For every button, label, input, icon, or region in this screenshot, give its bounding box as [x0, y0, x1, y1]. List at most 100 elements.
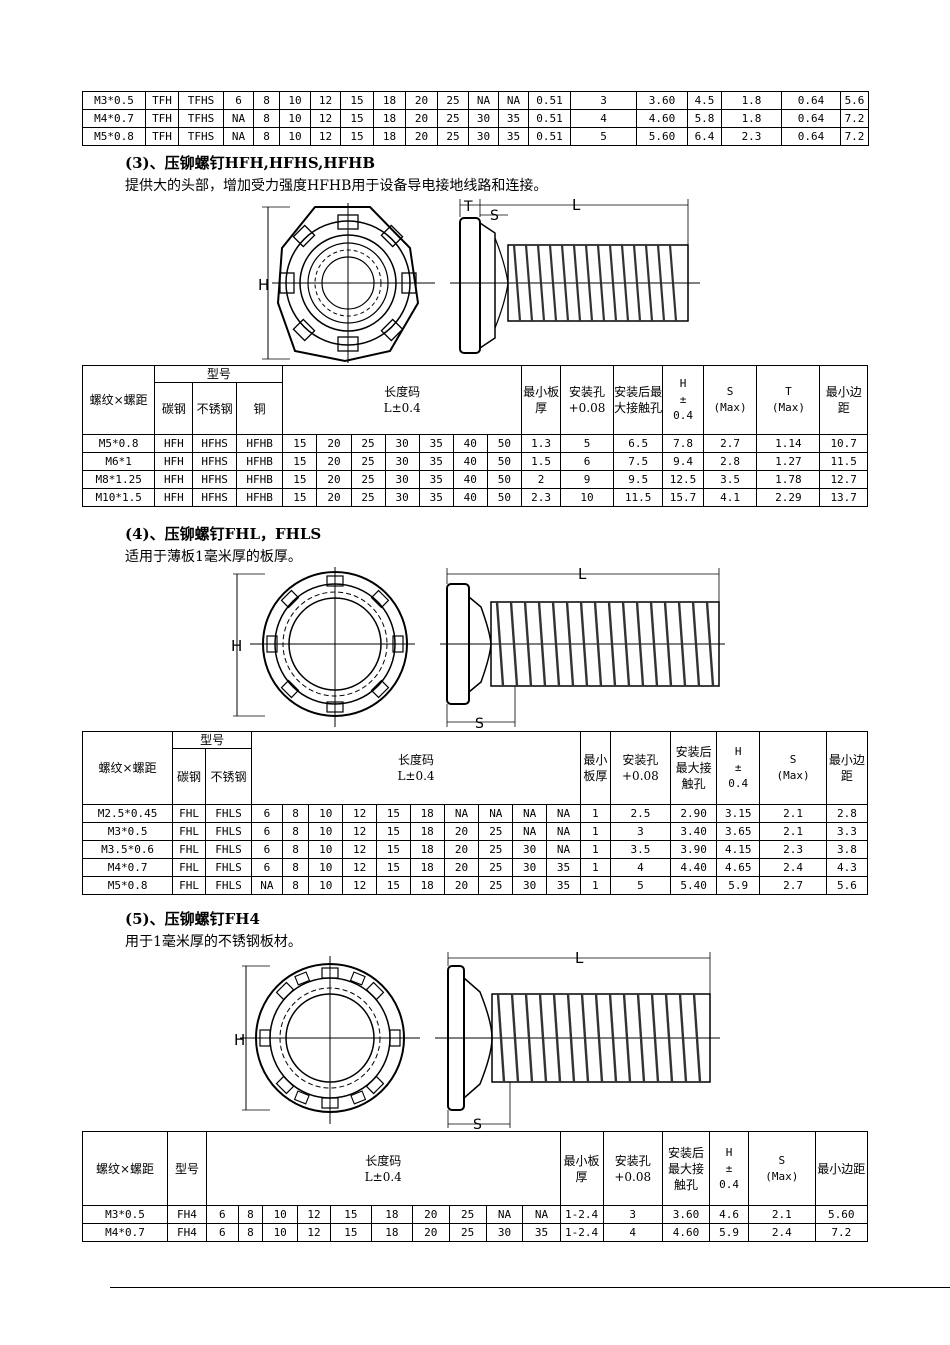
- table-cell: 7.2: [814, 1223, 869, 1242]
- fh4-header-model: 型号: [167, 1131, 207, 1206]
- table-cell: FHLS: [204, 804, 253, 823]
- table-cell: 18: [409, 822, 445, 841]
- hfh-header-max-hole: 安装后最大接触孔: [612, 365, 664, 435]
- hfh-header-hole: 安装孔+0.08: [560, 365, 614, 435]
- table-cell: 2.3: [520, 488, 562, 507]
- table-cell: 18: [373, 91, 406, 110]
- table-cell: 1.5: [520, 452, 562, 471]
- table-cell: M4*0.7: [81, 858, 174, 877]
- table-cell: 8: [281, 822, 310, 841]
- table-cell: 6: [560, 452, 614, 471]
- table-cell: 20: [405, 127, 438, 146]
- table-cell: 6: [223, 91, 254, 110]
- table-cell: 1.8: [721, 91, 782, 110]
- table-cell: TFHS: [178, 91, 224, 110]
- table-cell: HFH: [154, 470, 194, 489]
- table-cell: NA: [546, 840, 581, 859]
- fh4-header-thread: 螺纹×螺距: [81, 1131, 169, 1206]
- hfh-header-t: T(Max): [756, 365, 821, 435]
- table-cell: FH4: [167, 1205, 207, 1224]
- table-cell: 4.40: [670, 858, 718, 877]
- table-cell: 12: [342, 804, 377, 823]
- table-cell: 30: [384, 470, 420, 489]
- table-cell: 30: [485, 1223, 524, 1242]
- table-cell: 35: [546, 858, 581, 877]
- table-cell: 35: [418, 434, 454, 453]
- table-cell: NA: [468, 91, 499, 110]
- table-cell: 50: [486, 488, 522, 507]
- table-cell: 25: [478, 822, 514, 841]
- table-cell: M3*0.5: [81, 822, 174, 841]
- table-cell: 35: [498, 109, 529, 128]
- table-cell: 5: [560, 434, 614, 453]
- table-cell: 15: [376, 858, 411, 877]
- table-cell: 6: [251, 822, 283, 841]
- table-cell: 3: [609, 822, 672, 841]
- table-cell: 18: [370, 1223, 413, 1242]
- table-cell: 50: [486, 434, 522, 453]
- table-cell: HFHB: [235, 488, 284, 507]
- fhl-header-stainless: 不锈钢: [204, 748, 253, 805]
- table-cell: 15: [376, 840, 411, 859]
- table-cell: 35: [418, 470, 454, 489]
- table-cell: 25: [350, 452, 386, 471]
- table-cell: 9: [560, 470, 614, 489]
- table-cell: HFHS: [192, 434, 237, 453]
- table-cell: 10: [308, 822, 344, 841]
- fh4-header-min-edge: 最小边距: [814, 1131, 869, 1206]
- fh4-header-min-plate: 最小板厚: [559, 1131, 604, 1206]
- table-cell: 3.15: [716, 804, 761, 823]
- table-cell: 2.5: [609, 804, 672, 823]
- table-cell: 3.5: [609, 840, 672, 859]
- table-cell: 35: [522, 1223, 561, 1242]
- table-cell: 2.7: [702, 434, 758, 453]
- table-cell: 6.4: [687, 127, 722, 146]
- table-cell: 40: [452, 434, 488, 453]
- table-cell: 20: [316, 470, 352, 489]
- table-cell: 2.1: [759, 822, 827, 841]
- table-cell: M5*0.8: [82, 127, 146, 146]
- table-cell: 1: [579, 858, 611, 877]
- table-cell: 2: [520, 470, 562, 489]
- fhl-header-max-hole: 安装后最大接触孔: [670, 731, 718, 805]
- table-cell: 0.64: [781, 127, 841, 146]
- table-cell: 30: [384, 452, 420, 471]
- table-cell: M3*0.5: [81, 1205, 169, 1224]
- fh4-header-s: S(Max): [748, 1131, 816, 1206]
- table-cell: NA: [443, 804, 480, 823]
- table-cell: HFH: [154, 452, 194, 471]
- table-cell: 2.3: [759, 840, 827, 859]
- table-cell: 12.7: [819, 470, 868, 489]
- table-cell: 5.9: [716, 876, 761, 895]
- table-cell: HFHS: [192, 488, 237, 507]
- table-cell: 6: [251, 840, 283, 859]
- hfh-fastener-drawing: H T S L: [258, 196, 700, 363]
- table-cell: 2.1: [759, 804, 827, 823]
- table-cell: 25: [478, 840, 514, 859]
- table-cell: 35: [546, 876, 581, 895]
- table-cell: 20: [411, 1223, 450, 1242]
- table-cell: 12: [297, 1205, 331, 1224]
- table-cell: 4.65: [716, 858, 761, 877]
- table-cell: 5: [570, 127, 637, 146]
- table-cell: 0.64: [781, 91, 841, 110]
- table-cell: 5.60: [636, 127, 688, 146]
- table-cell: 10: [560, 488, 614, 507]
- table-cell: 4.15: [716, 840, 761, 859]
- table-cell: 3.65: [716, 822, 761, 841]
- table-cell: 0.51: [528, 109, 571, 128]
- table-cell: 10: [308, 804, 344, 823]
- table-cell: 12: [297, 1223, 331, 1242]
- table-cell: M8*1.25: [81, 470, 156, 489]
- table-cell: NA: [522, 1205, 561, 1224]
- table-cell: 18: [409, 840, 445, 859]
